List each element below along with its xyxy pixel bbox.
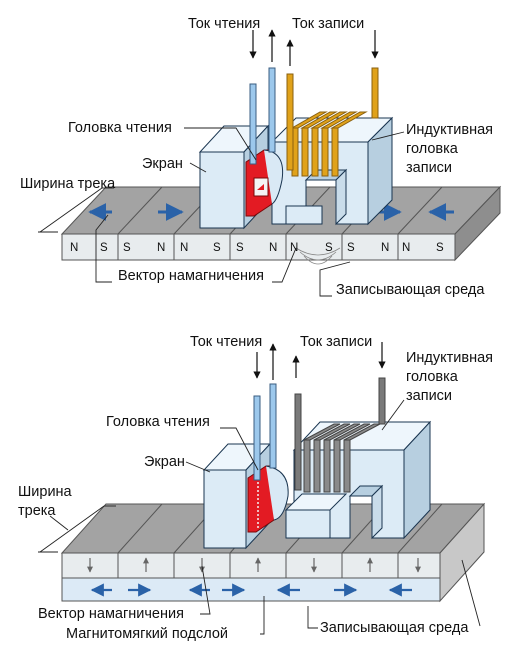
top-read-wires <box>249 67 276 165</box>
top-shield-label: Экран <box>142 156 183 172</box>
pole-label: S <box>123 242 131 254</box>
pole-label: S <box>213 242 221 254</box>
bottom-read-head-label: Головка чтения <box>106 414 210 430</box>
bottom-track-width-label: Ширина трека <box>18 484 76 519</box>
bottom-read-element <box>247 465 289 533</box>
top-track-width-label: Ширина трека <box>20 176 116 192</box>
top-write-wires <box>286 67 379 171</box>
pole-label: N <box>157 242 165 254</box>
top-recording-medium-label: Записывающая среда <box>336 282 485 298</box>
perpendicular-recording-diagram: Ток чтения Ток записи Индуктивная головк… <box>18 334 497 642</box>
pole-label: N <box>269 242 277 254</box>
top-pole-labels: N S S N N S S N N S S N N S <box>70 242 444 254</box>
bottom-leader-lines <box>38 399 481 635</box>
pole-label: N <box>70 242 78 254</box>
bottom-write-wires <box>294 377 386 491</box>
pole-label: S <box>100 242 108 254</box>
top-read-current-label: Ток чтения <box>188 16 260 32</box>
bottom-write-current-label: Ток записи <box>300 334 372 350</box>
top-leader-lines <box>38 127 405 297</box>
top-read-element <box>245 149 284 217</box>
pole-label: S <box>347 242 355 254</box>
longitudinal-recording-diagram: N S S N N S S N N S S N N S <box>20 16 502 298</box>
bottom-soft-underlayer-label: Магнитомягкий подслой <box>66 626 228 642</box>
bottom-shield-label: Экран <box>144 454 185 470</box>
top-write-coil <box>290 111 368 177</box>
bottom-inductive-write-head-label: Индуктивная головка записи <box>406 350 497 404</box>
pole-label: S <box>325 242 333 254</box>
top-read-head-label: Головка чтения <box>68 120 172 136</box>
pole-label: S <box>436 242 444 254</box>
bottom-read-current-label: Ток чтения <box>190 334 262 350</box>
top-write-current-label: Ток записи <box>292 16 364 32</box>
pole-label: N <box>402 242 410 254</box>
top-inductive-write-head-label: Индуктивная головка записи <box>406 122 497 176</box>
bottom-read-wires <box>253 383 277 481</box>
pole-label: N <box>180 242 188 254</box>
pole-label: N <box>290 242 298 254</box>
pole-label: N <box>381 242 389 254</box>
pole-label: S <box>236 242 244 254</box>
bottom-recording-medium-label: Записывающая среда <box>320 620 469 636</box>
bottom-magnetization-vector-label: Вектор намагничения <box>38 606 184 622</box>
top-magnetization-vector-label: Вектор намагничения <box>118 268 264 284</box>
